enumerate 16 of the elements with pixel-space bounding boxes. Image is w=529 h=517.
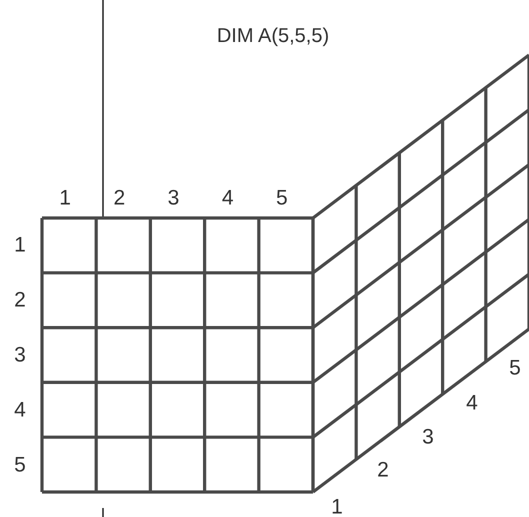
row-index: 3 bbox=[14, 344, 26, 366]
row-index: 2 bbox=[14, 290, 26, 311]
column-index: 1 bbox=[59, 188, 71, 208]
depth-index: 1 bbox=[331, 496, 343, 517]
depth-index: 3 bbox=[422, 426, 434, 448]
column-index: 4 bbox=[222, 188, 234, 208]
column-index: 5 bbox=[276, 188, 288, 208]
row-index: 4 bbox=[14, 399, 26, 420]
row-index: 5 bbox=[14, 454, 26, 476]
column-index: 3 bbox=[168, 188, 180, 208]
depth-index: 2 bbox=[377, 460, 389, 480]
depth-index: 4 bbox=[466, 392, 478, 414]
title: DIM A(5,5,5) bbox=[216, 26, 330, 46]
row-index: 1 bbox=[14, 234, 26, 256]
column-index: 2 bbox=[113, 188, 126, 208]
depth-index: 5 bbox=[509, 358, 521, 378]
